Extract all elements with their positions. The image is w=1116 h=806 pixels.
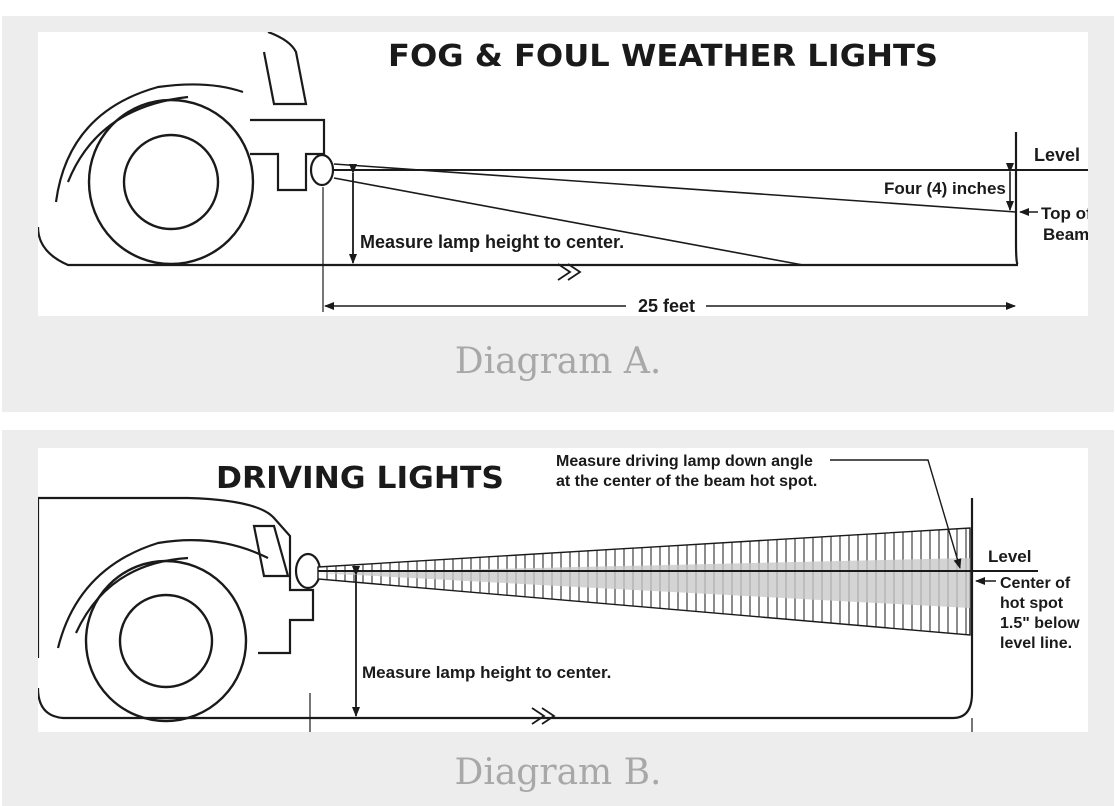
- wheel-icon: [87, 98, 255, 266]
- diagram-b-panel: DRIVING LIGHTS Measure driving lamp down…: [2, 430, 1114, 806]
- beam-bottom-line: [333, 177, 804, 266]
- distance-label: 25 feet: [638, 296, 695, 316]
- diagram-a-title: FOG & FOUL WEATHER LIGHTS: [388, 39, 938, 74]
- angle-note-line-2: at the center of the beam hot spot.: [556, 473, 817, 490]
- beam-label: Beam: [1043, 225, 1088, 244]
- angle-note-line-1: Measure driving lamp down angle: [556, 453, 813, 470]
- diagram-b-figure: DRIVING LIGHTS Measure driving lamp down…: [38, 448, 1088, 732]
- top-of-beam-label: Top of: [1041, 204, 1088, 223]
- hotspot-label-4: level line.: [1000, 635, 1072, 652]
- hotspot-label-3: 1.5" below: [1000, 615, 1080, 632]
- fog-light-aiming-diagram: FOG & FOUL WEATHER LIGHTS Level Four (4)…: [38, 32, 1088, 316]
- diagram-b-caption: Diagram B.: [454, 752, 662, 793]
- angle-note-leader: [830, 459, 962, 569]
- vehicle-front-icon: [38, 496, 974, 720]
- distance-break-icon: [557, 263, 582, 281]
- beam-top-line: [333, 163, 1017, 213]
- diagram-b-title: DRIVING LIGHTS: [216, 461, 504, 496]
- diagram-a-panel: FOG & FOUL WEATHER LIGHTS Level Four (4)…: [2, 16, 1114, 412]
- level-label: Level: [988, 547, 1031, 566]
- measure-lamp-label: Measure lamp height to center.: [360, 232, 624, 252]
- wheel-icon: [84, 559, 248, 723]
- diagram-a-caption: Diagram A.: [454, 341, 662, 382]
- measure-lamp-label: Measure lamp height to center.: [362, 663, 611, 682]
- offset-label: Four (4) inches: [884, 179, 1006, 198]
- driving-light-aiming-diagram: DRIVING LIGHTS Measure driving lamp down…: [38, 453, 1080, 732]
- distance-break-icon: [531, 707, 556, 725]
- hotspot-label-2: hot spot: [1000, 595, 1064, 612]
- hotspot-label-1: Center of: [1000, 575, 1071, 592]
- diagram-a-figure: FOG & FOUL WEATHER LIGHTS Level Four (4)…: [38, 32, 1088, 316]
- vehicle-front-icon: [38, 32, 1020, 267]
- level-label: Level: [1034, 145, 1080, 165]
